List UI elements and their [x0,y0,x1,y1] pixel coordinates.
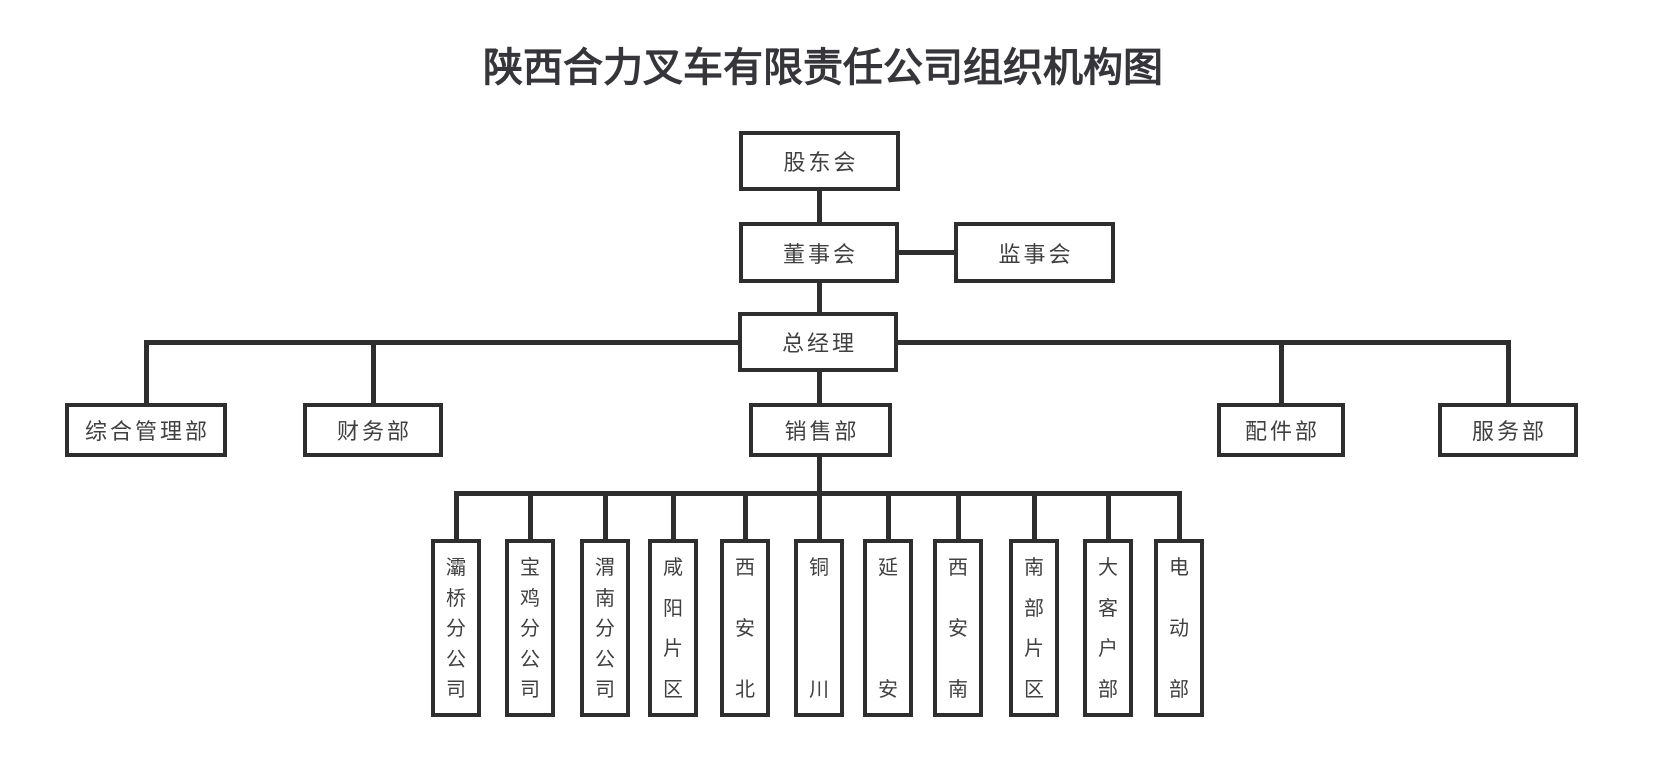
branch-label-char: 安 [878,679,898,701]
branch-label-char: 分 [595,618,615,640]
org-node-sales-branch: 咸阳片区 [648,539,698,717]
connector-main-branch-left [144,340,738,345]
connector-drop-general-admin-dept [144,340,149,403]
branch-label-char: 区 [1024,678,1044,701]
org-node-sales-branch: 铜川 [794,539,844,717]
org-node-sales-branch: 西安北 [720,539,770,717]
chart-title: 陕西合力叉车有限责任公司组织机构图 [483,46,1163,90]
branch-label-char: 西 [948,557,968,579]
org-node-sales-branch: 西安南 [933,539,983,717]
connector-drop-finance-dept [371,340,376,403]
branch-label-char: 川 [809,679,829,701]
branch-label-char: 阳 [663,597,683,620]
node-label: 配件部 [1244,419,1320,444]
connector-drop-sales-branch-8 [1032,491,1037,539]
org-node-sales-branch: 宝鸡分公司 [505,539,555,717]
branch-label-char: 动 [1169,618,1189,640]
node-label: 销售部 [784,419,860,444]
branch-label-char: 公 [520,648,540,671]
branch-label-char: 宝 [520,557,540,579]
branch-label-char: 咸 [663,557,683,579]
branch-label-char: 区 [663,678,683,701]
connector-drop-sales-branch-3 [671,491,676,539]
org-node-sales-branch: 渭南分公司 [580,539,630,717]
branch-label-char: 渭 [595,557,615,579]
org-node-sales-dept: 销售部 [749,403,892,457]
org-node-board-of-directors: 董事会 [739,222,899,283]
org-node-shareholders-meeting: 股东会 [739,131,900,191]
node-label: 财务部 [336,419,412,444]
node-label: 董事会 [782,241,858,267]
branch-label-char: 北 [735,679,755,701]
branch-label-char: 桥 [446,587,466,610]
connector-drop-sales-branch-4 [743,491,748,539]
branch-label-char: 灞 [446,557,466,579]
branch-label-char: 片 [1024,638,1044,661]
branch-label-char: 大 [1098,557,1118,579]
branch-label-char: 南 [1024,557,1044,579]
connector-drop-sales-branch-0 [454,491,459,539]
node-label: 服务部 [1471,419,1547,444]
connector-drop-sales-branch-2 [603,491,608,539]
branch-label-char: 片 [663,638,683,661]
org-node-sales-branch: 南部片区 [1009,539,1059,717]
connector-board-to-supervisors [899,250,954,255]
org-node-finance-dept: 财务部 [303,403,443,457]
branch-label-char: 部 [1169,679,1189,701]
org-node-board-of-supervisors: 监事会 [954,222,1115,283]
connector-drop-sales-branch-5 [817,491,822,539]
org-node-sales-branch: 灞桥分公司 [431,539,481,717]
connector-drop-sales-branch-10 [1177,491,1182,539]
org-node-sales-branch: 电动部 [1154,539,1204,717]
connector-sales-to-branch-bus [817,456,822,493]
branch-label-char: 司 [520,679,540,701]
branch-label-char: 延 [878,557,898,579]
org-node-general-manager: 总经理 [738,312,898,372]
branch-label-char: 部 [1024,597,1044,620]
branch-label-char: 分 [520,618,540,640]
branch-label-char: 客 [1098,597,1118,620]
connector-board-to-general-manager [817,283,822,312]
node-label: 股东会 [783,150,859,175]
branch-label-char: 司 [595,679,615,701]
org-node-service-dept: 服务部 [1438,403,1578,457]
node-label: 总经理 [781,331,857,356]
branch-label-char: 电 [1169,557,1189,579]
branch-label-char: 分 [446,618,466,640]
org-node-general-admin-dept: 综合管理部 [65,403,227,457]
branch-label-char: 安 [735,618,755,640]
branch-label-char: 部 [1098,678,1118,701]
node-label: 综合管理部 [84,419,210,444]
connector-drop-parts-dept [1279,340,1284,403]
org-node-sales-branch: 大客户部 [1083,539,1133,717]
branch-label-char: 公 [446,648,466,671]
node-label: 监事会 [998,241,1074,267]
branch-label-char: 南 [948,679,968,701]
connector-drop-service-dept [1506,340,1511,403]
branch-label-char: 西 [735,557,755,579]
org-node-sales-branch: 延安 [863,539,913,717]
branch-label-char: 南 [595,587,615,610]
connector-drop-sales-branch-1 [528,491,533,539]
connector-shareholders-to-board [817,191,822,222]
branch-label-char: 鸡 [520,587,540,610]
connector-drop-sales-branch-9 [1106,491,1111,539]
connector-main-branch-right [898,340,1511,345]
connector-drop-sales-branch-7 [956,491,961,539]
connector-general-manager-to-sales [817,372,822,403]
branch-label-char: 户 [1098,638,1118,661]
branch-label-char: 铜 [809,557,829,579]
branch-label-char: 司 [446,679,466,701]
org-node-parts-dept: 配件部 [1217,403,1345,457]
connector-drop-sales-branch-6 [886,491,891,539]
branch-label-char: 公 [595,648,615,671]
branch-label-char: 安 [948,618,968,640]
